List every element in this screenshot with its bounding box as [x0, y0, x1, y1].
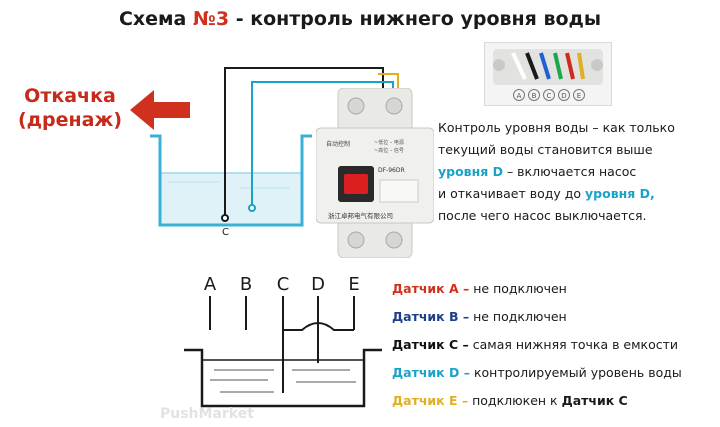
terminal-label-a: A — [517, 92, 522, 100]
legend-name: Датчик D – — [392, 365, 470, 380]
legend-text: самая нижняя точка в емкости — [468, 337, 679, 352]
tank-outline — [150, 134, 312, 227]
legend-row: Датчик A – не подключен — [392, 281, 567, 296]
relay-device: 自动控制 ~低位 – 电源 ~高位 – 信号 DF-96DR 浙江卓邦电气有限公… — [316, 88, 434, 258]
sensor-c-label: C — [222, 227, 229, 238]
legend-name: Датчик C – — [392, 337, 469, 352]
legend-name: Датчик E – — [392, 393, 469, 408]
svg-text:DF-96DR: DF-96DR — [378, 167, 405, 174]
outflow-label: Откачка (дренаж) — [17, 85, 123, 131]
svg-text:自动控制: 自动控制 — [326, 140, 350, 148]
terminal-label-e: E — [577, 92, 581, 100]
description: Контроль уровня воды – как только текущи… — [438, 120, 675, 223]
svg-text:~低位 – 电源: ~低位 – 电源 — [374, 139, 404, 146]
terminal-label-d: D — [561, 92, 566, 100]
legend-row: Датчик D – контролируемый уровень воды — [392, 365, 682, 380]
legend-extra: Датчик C — [561, 393, 628, 408]
tank-diagram: C — [150, 67, 399, 238]
legend-name: Датчик B – — [392, 309, 470, 324]
tank-water — [160, 173, 302, 225]
sensor-d — [248, 204, 256, 212]
terminal-photo: A B C D E — [484, 42, 612, 106]
schematic-label-e: E — [348, 274, 359, 295]
watermark: PushMarket — [160, 406, 254, 422]
sensor-c — [221, 214, 229, 222]
legend-text: подклюкен к — [468, 393, 562, 408]
svg-text:~高位 – 信号: ~高位 – 信号 — [374, 147, 404, 154]
scheme-number: №3 — [193, 8, 230, 30]
outflow-arrow-icon — [130, 90, 190, 130]
terminal-label-b: B — [532, 92, 537, 100]
page-title: Схема №3 - контроль нижнего уровня воды — [118, 8, 602, 30]
legend-row: Датчик B – не подключен — [392, 309, 567, 324]
schematic-label-b: B — [240, 274, 252, 295]
svg-text:浙江卓邦电气有限公司: 浙江卓邦电气有限公司 — [328, 211, 393, 220]
legend-row: Датчик C – самая нижняя точка в емкости — [392, 337, 678, 352]
legend-text: не подключен — [469, 281, 567, 296]
legend-name: Датчик A – — [392, 281, 470, 296]
terminal-label-c: C — [547, 92, 552, 100]
legend-text: не подключен — [469, 309, 567, 324]
legend-text: контролируемый уровень воды — [469, 365, 682, 380]
schematic-label-c: C — [277, 274, 290, 295]
schematic-label-a: A — [204, 274, 217, 295]
legend-row: Датчик E – подклюкен к Датчик C — [392, 393, 628, 408]
schematic-label-d: D — [311, 274, 325, 295]
